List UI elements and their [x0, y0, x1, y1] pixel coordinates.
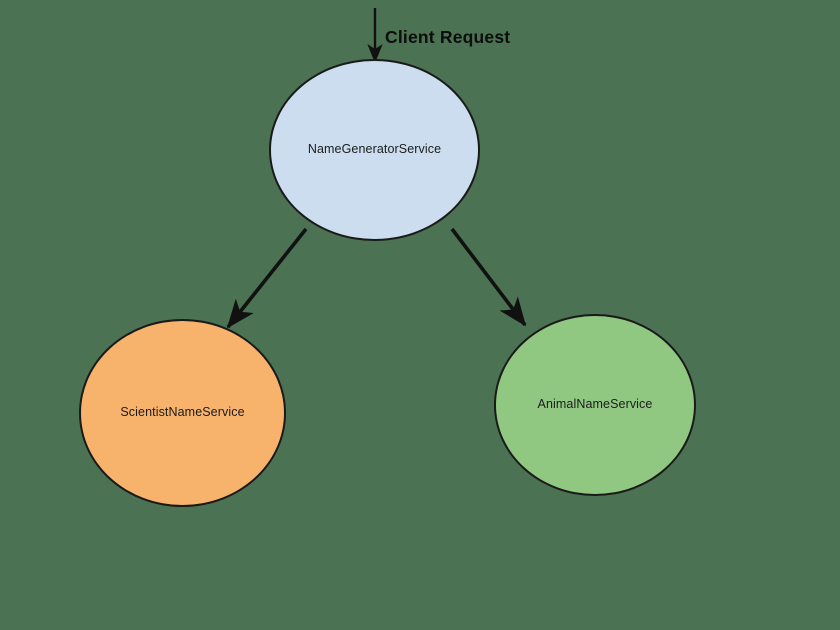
edge-label-client-request: Client Request	[385, 27, 511, 47]
edge-generator-to-animal	[450, 227, 527, 327]
node-label-scientist-name-service: ScientistNameService	[120, 405, 245, 420]
node-scientist-name-service[interactable]: ScientistNameService	[79, 319, 286, 507]
node-label-name-generator-service: NameGeneratorService	[307, 142, 442, 157]
node-name-generator-service[interactable]: NameGeneratorService	[269, 59, 480, 241]
edge-generator-to-scientist	[226, 227, 308, 329]
node-label-animal-name-service: AnimalNameService	[537, 397, 653, 412]
node-animal-name-service[interactable]: AnimalNameService	[494, 314, 696, 496]
